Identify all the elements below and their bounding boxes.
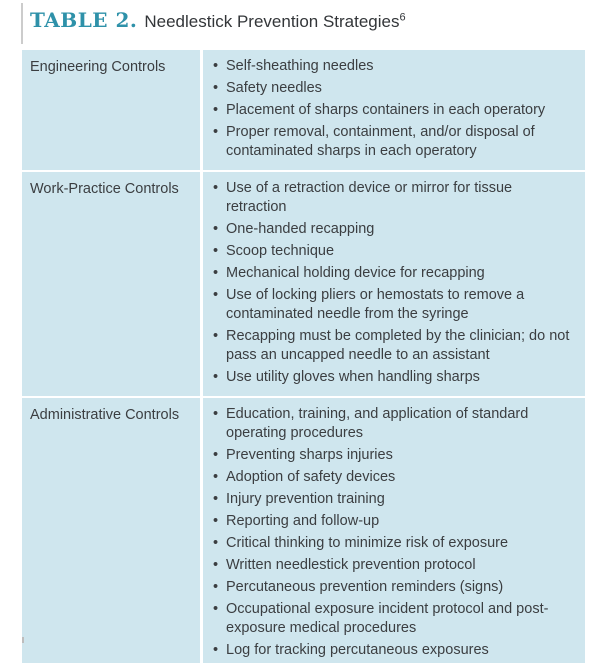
bullet-text: Adoption of safety devices <box>226 469 396 485</box>
bullet-glyph: • <box>213 80 219 96</box>
bullet-item: • Injury prevention training <box>211 490 571 509</box>
bullet-text: Placement of sharps containers in each o… <box>226 102 546 118</box>
bullet-glyph: • <box>213 513 219 529</box>
bullet-item: • Log for tracking percutaneous exposures <box>211 641 571 660</box>
bullet-item: • Written needlestick prevention protocol <box>211 556 571 575</box>
bullet-text: Use utility gloves when handling sharps <box>226 369 480 385</box>
bullet-glyph: • <box>213 124 219 140</box>
bullet-item: • Use of a retraction device or mirror fo… <box>211 179 571 217</box>
bullet-glyph: • <box>213 287 219 303</box>
bullet-glyph: • <box>213 328 219 344</box>
bullet-glyph: • <box>213 406 219 422</box>
bullet-item: • Proper removal, containment, and/or dis… <box>211 123 571 161</box>
bullet-glyph: • <box>213 221 219 237</box>
bullet-glyph: • <box>213 491 219 507</box>
bullet-text: Percutaneous prevention reminders (signs… <box>226 579 504 595</box>
bullet-text: Use of locking pliers or hemostats to re… <box>226 287 525 322</box>
title-left-rule <box>21 3 23 44</box>
table-title: Needlestick Prevention Strategies6 <box>144 12 405 31</box>
bullet-glyph: • <box>213 243 219 259</box>
row-items-list: • Use of a retraction device or mirror fo… <box>203 172 585 396</box>
row-category-label: Engineering Controls <box>22 50 200 170</box>
bullet-text: Written needlestick prevention protocol <box>226 557 476 573</box>
bullet-text: Proper removal, containment, and/or disp… <box>226 124 535 159</box>
bullet-glyph: • <box>213 58 219 74</box>
bullet-item: • Recapping must be completed by the clin… <box>211 327 571 365</box>
bullet-text: Mechanical holding device for recapping <box>226 265 485 281</box>
bullet-text: Recapping must be completed by the clini… <box>226 328 570 363</box>
table-number-label: TABLE 2. <box>30 8 138 32</box>
row-items-list: • Self-sheathing needles • Safety needles • P… <box>203 50 585 170</box>
bullet-glyph: • <box>213 180 219 196</box>
bullet-text: Safety needles <box>226 80 322 96</box>
row-category-label: Work-Practice Controls <box>22 172 200 396</box>
bullet-glyph: • <box>213 102 219 118</box>
bullet-item: • Adoption of safety devices <box>211 468 571 487</box>
bullet-item: • Mechanical holding device for recapping <box>211 264 571 283</box>
bullet-glyph: • <box>213 642 219 658</box>
needlestick-strategies-table: Engineering Controls • Self-sheathing need… <box>22 50 585 663</box>
table-row: Administrative Controls • Education, train… <box>22 398 585 663</box>
bullet-text: Reporting and follow-up <box>226 513 380 529</box>
bullet-item: • Self-sheathing needles <box>211 57 571 76</box>
bullet-text: Occupational exposure incident protocol … <box>226 601 549 636</box>
bullet-item: • Placement of sharps containers in each … <box>211 101 571 120</box>
bullet-glyph: • <box>213 557 219 573</box>
bullet-glyph: • <box>213 265 219 281</box>
bullet-glyph: • <box>213 535 219 551</box>
bullet-text: Critical thinking to minimize risk of ex… <box>226 535 509 551</box>
row-category-label: Administrative Controls <box>22 398 200 663</box>
table-row: Work-Practice Controls • Use of a retracti… <box>22 172 585 396</box>
bullet-text: Use of a retraction device or mirror for… <box>226 180 513 215</box>
bullet-glyph: • <box>213 369 219 385</box>
bullet-text: Preventing sharps injuries <box>226 447 393 463</box>
bullet-text: Education, training, and application of … <box>226 406 529 441</box>
bullet-text: Log for tracking percutaneous exposures <box>226 642 489 658</box>
bullet-item: • Safety needles <box>211 79 571 98</box>
row-items-list: • Education, training, and application of… <box>203 398 585 663</box>
bullet-item: • Critical thinking to minimize risk of e… <box>211 534 571 553</box>
bullet-item: • Scoop technique <box>211 242 571 261</box>
bullet-text: Scoop technique <box>226 243 335 259</box>
bullet-item: • Occupational exposure incident protocol… <box>211 600 571 638</box>
bullet-item: • Use of locking pliers or hemostats to r… <box>211 286 571 324</box>
bullet-item: • Use utility gloves when handling sharps <box>211 368 571 387</box>
reference-superscript: 6 <box>399 11 406 24</box>
bullet-text: Self-sheathing needles <box>226 58 374 74</box>
bullet-item: • Percutaneous prevention reminders (sign… <box>211 578 571 597</box>
bullet-glyph: • <box>213 579 219 595</box>
bullet-text: One-handed recapping <box>226 221 375 237</box>
table-title-text: Needlestick Prevention Strategies <box>144 12 400 31</box>
table-row: Engineering Controls • Self-sheathing need… <box>22 50 585 170</box>
table-caption: TABLE 2. Needlestick Prevention Strategie… <box>30 8 590 32</box>
bottom-left-tick <box>22 637 24 643</box>
bullet-glyph: • <box>213 469 219 485</box>
bullet-item: • One-handed recapping <box>211 220 571 239</box>
bullet-item: • Education, training, and application of… <box>211 405 571 443</box>
bullet-item: • Reporting and follow-up <box>211 512 571 531</box>
bullet-item: • Preventing sharps injuries <box>211 446 571 465</box>
bullet-text: Injury prevention training <box>226 491 385 507</box>
bullet-glyph: • <box>213 447 219 463</box>
bullet-glyph: • <box>213 601 219 617</box>
